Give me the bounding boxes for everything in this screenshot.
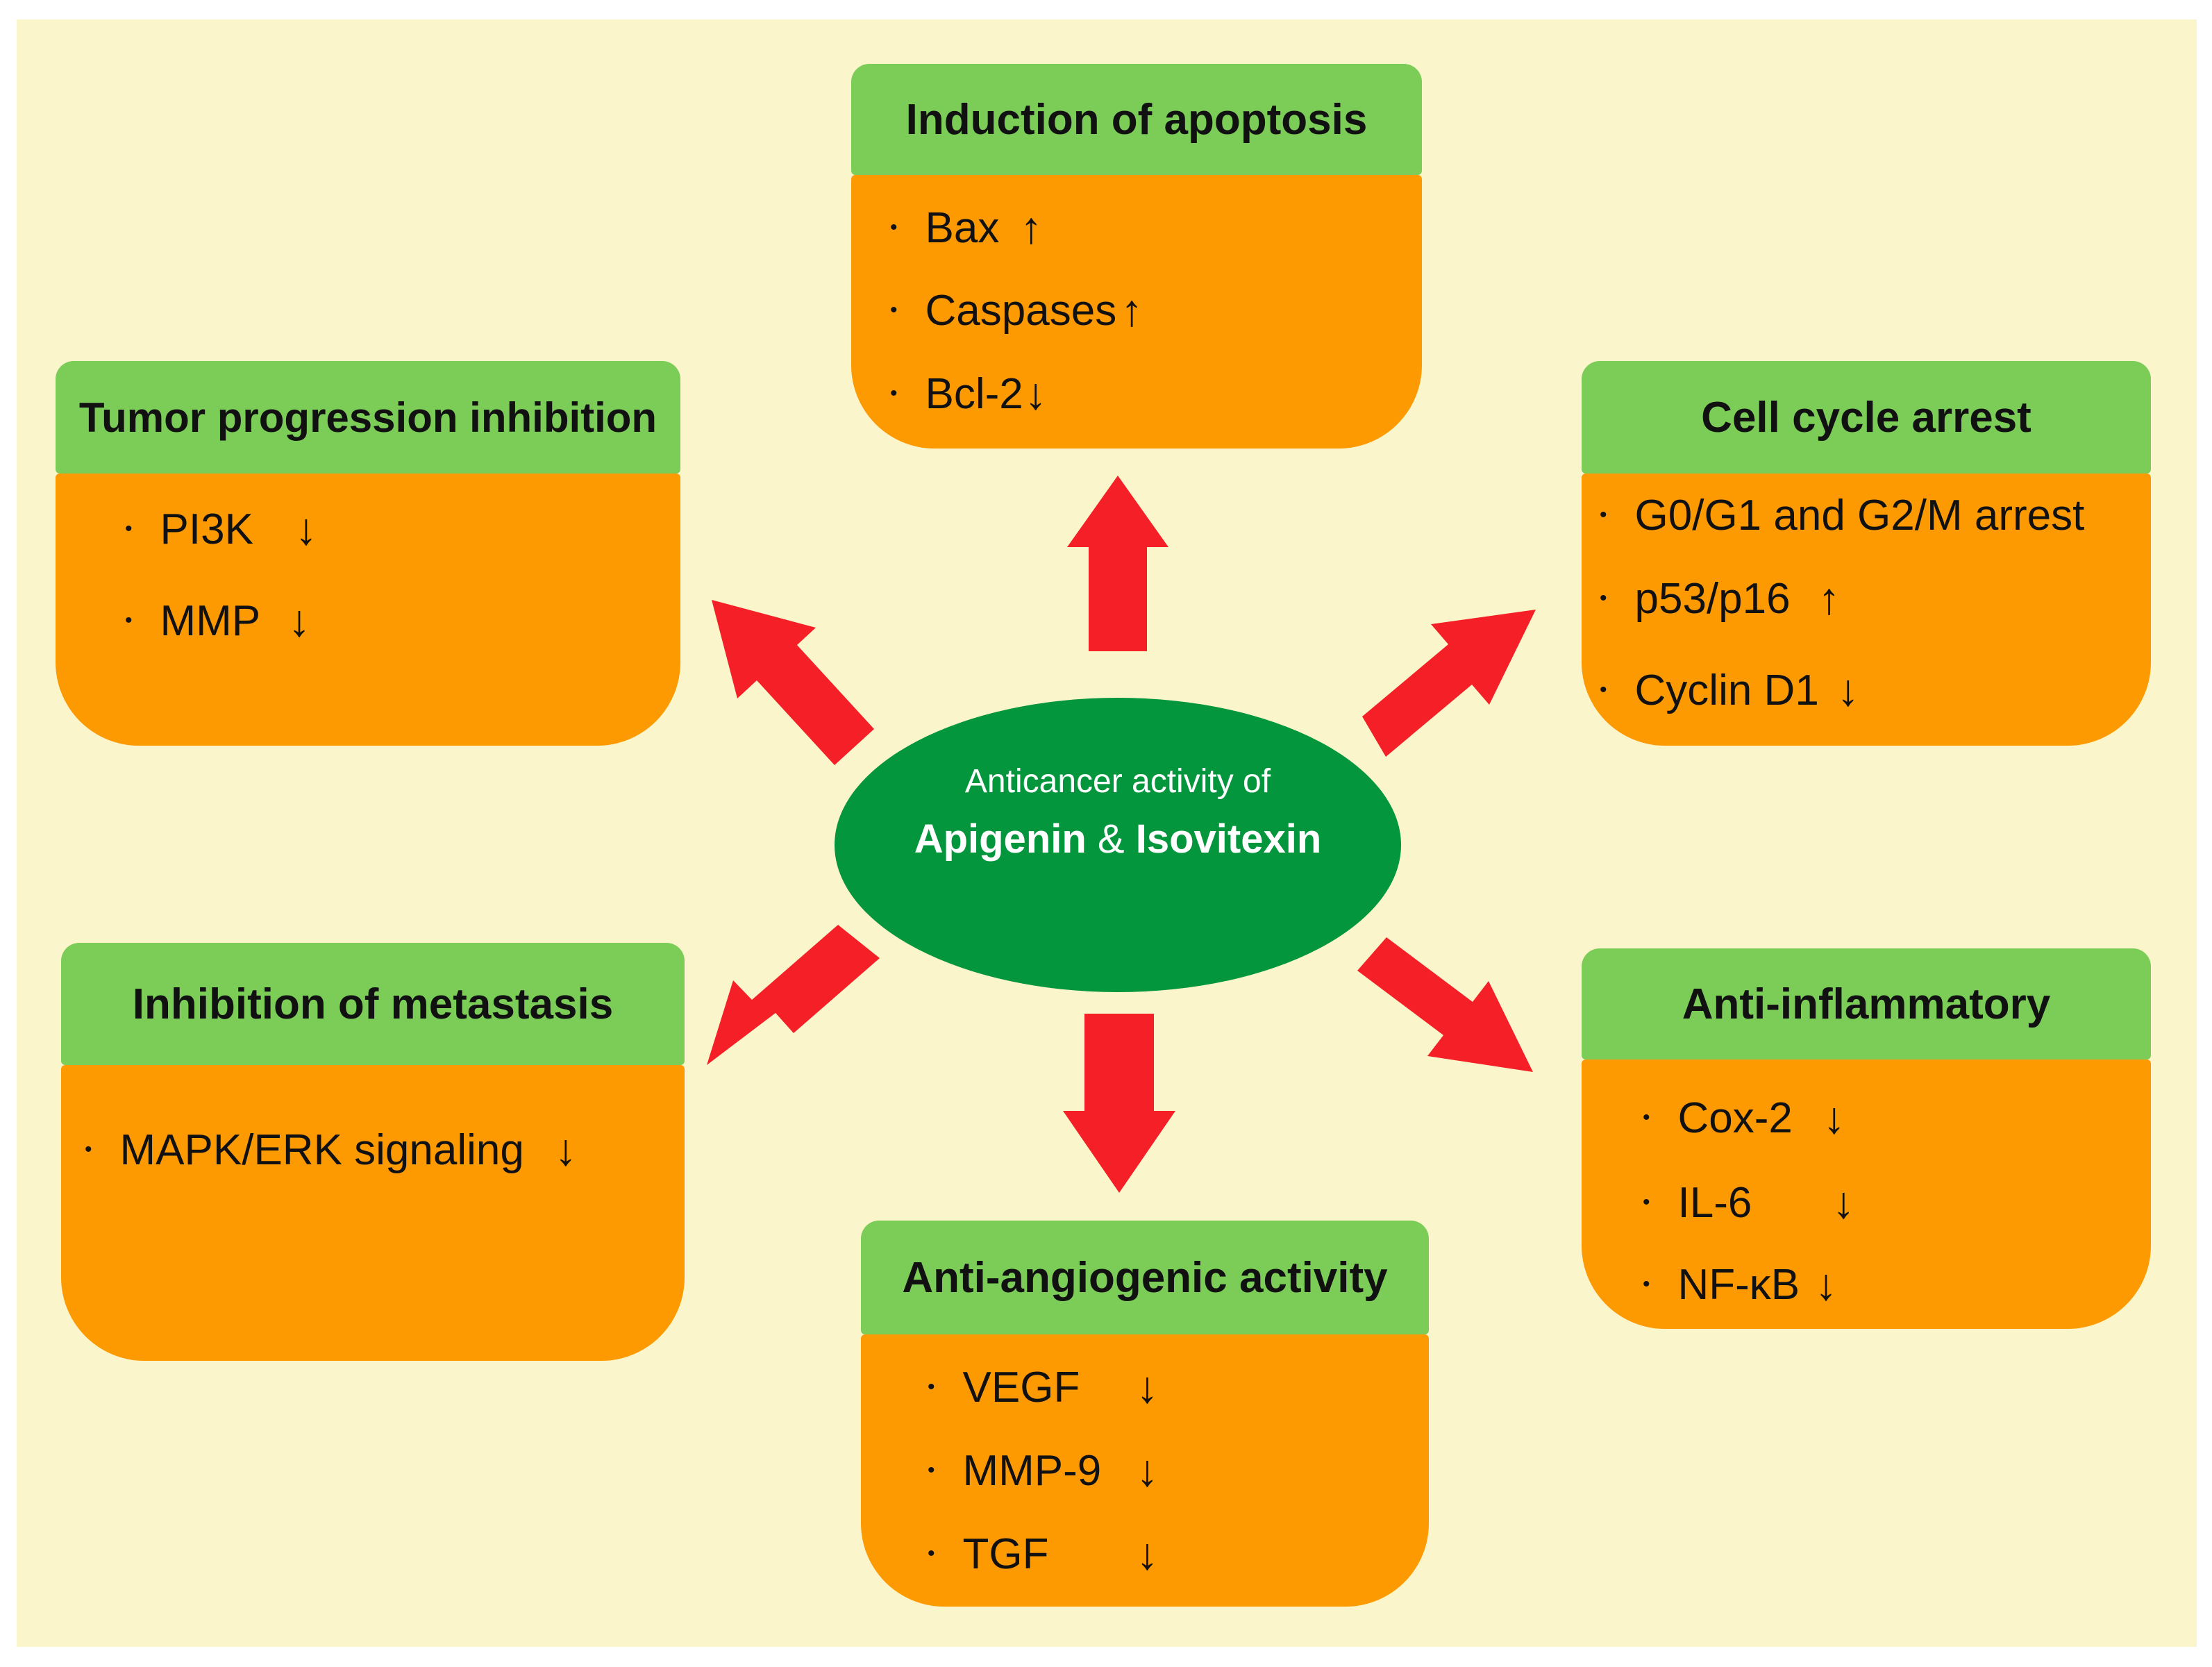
list-item: • MAPK/ERK signaling ↓ xyxy=(61,1122,685,1178)
box-body: • VEGF ↓ • MMP-9 ↓ • TGF ↓ xyxy=(861,1334,1429,1607)
compound-isovitexin: Isovitexin xyxy=(1135,816,1322,862)
list-item: • TGF ↓ xyxy=(861,1526,1429,1582)
arrow-to-cellcycle xyxy=(1362,610,1536,757)
down-arrow-icon: ↓ xyxy=(1024,369,1047,419)
bullet: • xyxy=(890,382,898,405)
arrow-to-metastasis xyxy=(707,925,880,1065)
bullet: • xyxy=(928,1542,935,1565)
box-anti-angiogenic: Anti-angiogenic activity • VEGF ↓ • MMP-… xyxy=(861,1221,1429,1607)
arrow-to-angiogenic xyxy=(1063,1014,1175,1193)
down-arrow-icon: ↓ xyxy=(1136,1446,1159,1496)
list-item: • Caspases ↑ xyxy=(851,283,1422,338)
up-arrow-icon: ↑ xyxy=(1020,203,1043,253)
down-arrow-icon: ↓ xyxy=(1136,1362,1159,1412)
center-label: Anticancer activity of Apigenin & Isovit… xyxy=(833,736,1402,889)
bullet: • xyxy=(1600,503,1607,526)
box-body: • Bax ↑ • Caspases ↑ • Bcl-2 ↓ xyxy=(851,175,1422,449)
box-title: Anti-inflammatory xyxy=(1582,948,2151,1059)
box-tumor-progression: Tumor progression inhibition • PI3K ↓ • … xyxy=(56,361,680,746)
arrow-to-inflammatory xyxy=(1357,937,1533,1072)
item-label: VEGF xyxy=(962,1363,1080,1411)
item-label: PI3K xyxy=(160,505,253,553)
list-item: • G0/G1 and G2/M arrest xyxy=(1582,487,2151,543)
box-metastasis: Inhibition of metastasis • MAPK/ERK sign… xyxy=(61,943,685,1361)
down-arrow-icon: ↓ xyxy=(554,1125,577,1175)
item-label: p53/p16 xyxy=(1634,574,1791,623)
list-item: • Cyclin D1 ↓ xyxy=(1582,662,2151,718)
box-title: Inhibition of metastasis xyxy=(61,943,685,1065)
bullet: • xyxy=(1600,678,1607,701)
item-label: MMP xyxy=(160,596,261,645)
bullet: • xyxy=(1643,1273,1650,1296)
down-arrow-icon: ↓ xyxy=(1836,665,1859,715)
bullet: • xyxy=(890,216,898,239)
compound-apigenin: Apigenin xyxy=(914,816,1087,862)
list-item: • MMP ↓ xyxy=(56,593,680,648)
box-title: Anti-angiogenic activity xyxy=(861,1221,1429,1334)
bullet: • xyxy=(1600,587,1607,610)
box-body: • G0/G1 and G2/M arrest • p53/p16 ↑ • Cy… xyxy=(1582,474,2151,746)
list-item: • PI3K ↓ xyxy=(56,501,680,557)
down-arrow-icon: ↓ xyxy=(1815,1259,1838,1309)
item-label: Caspases xyxy=(925,286,1117,335)
bullet: • xyxy=(928,1375,935,1398)
bullet: • xyxy=(1643,1106,1650,1129)
box-title: Induction of apoptosis xyxy=(851,64,1422,175)
item-label: NF-κB xyxy=(1677,1260,1800,1309)
bullet: • xyxy=(125,609,133,632)
list-item: • IL-6 ↓ xyxy=(1582,1175,2151,1230)
box-anti-inflammatory: Anti-inflammatory • Cox-2 ↓ • IL-6 ↓ • N… xyxy=(1582,948,2151,1329)
item-label: TGF xyxy=(962,1530,1049,1578)
bullet: • xyxy=(1643,1191,1650,1214)
list-item: • NF-κB ↓ xyxy=(1582,1257,2151,1312)
down-arrow-icon: ↓ xyxy=(1832,1178,1855,1228)
box-body: • PI3K ↓ • MMP ↓ xyxy=(56,474,680,746)
center-title: Apigenin & Isovitexin xyxy=(914,816,1322,862)
down-arrow-icon: ↓ xyxy=(294,504,317,554)
list-item: • Cox-2 ↓ xyxy=(1582,1090,2151,1146)
down-arrow-icon: ↓ xyxy=(1823,1093,1845,1143)
box-apoptosis: Induction of apoptosis • Bax ↑ • Caspase… xyxy=(851,64,1422,449)
bullet: • xyxy=(85,1138,92,1161)
center-ellipse xyxy=(835,698,1401,992)
item-label: MAPK/ERK signaling xyxy=(119,1125,524,1174)
bullet: • xyxy=(890,299,898,321)
box-body: • Cox-2 ↓ • IL-6 ↓ • NF-κB ↓ xyxy=(1582,1059,2151,1329)
list-item: • Bax ↑ xyxy=(851,200,1422,256)
ampersand: & xyxy=(1097,816,1125,862)
box-cell-cycle: Cell cycle arrest • G0/G1 and G2/M arres… xyxy=(1582,361,2151,746)
item-label: IL-6 xyxy=(1677,1178,1752,1227)
item-label: Bcl-2 xyxy=(925,369,1023,418)
up-arrow-icon: ↑ xyxy=(1121,285,1143,335)
arrow-to-apoptosis xyxy=(1067,476,1168,651)
box-title: Tumor progression inhibition xyxy=(56,361,680,474)
item-label: Bax xyxy=(925,203,1000,252)
item-label: MMP-9 xyxy=(962,1446,1102,1495)
item-label: G0/G1 and G2/M arrest xyxy=(1634,491,2085,539)
box-title: Cell cycle arrest xyxy=(1582,361,2151,474)
down-arrow-icon: ↓ xyxy=(1136,1529,1159,1579)
arrow-to-tumor xyxy=(712,600,874,765)
box-body: • MAPK/ERK signaling ↓ xyxy=(61,1065,685,1361)
list-item: • MMP-9 ↓ xyxy=(861,1443,1429,1498)
down-arrow-icon: ↓ xyxy=(288,596,311,646)
center-subtitle: Anticancer activity of xyxy=(964,763,1271,800)
item-label: Cox-2 xyxy=(1677,1094,1793,1142)
list-item: • Bcl-2 ↓ xyxy=(851,366,1422,421)
item-label: Cyclin D1 xyxy=(1634,666,1819,714)
bullet: • xyxy=(928,1459,935,1482)
bullet: • xyxy=(125,517,133,540)
up-arrow-icon: ↑ xyxy=(1818,573,1841,623)
list-item: • p53/p16 ↑ xyxy=(1582,571,2151,626)
list-item: • VEGF ↓ xyxy=(861,1359,1429,1415)
